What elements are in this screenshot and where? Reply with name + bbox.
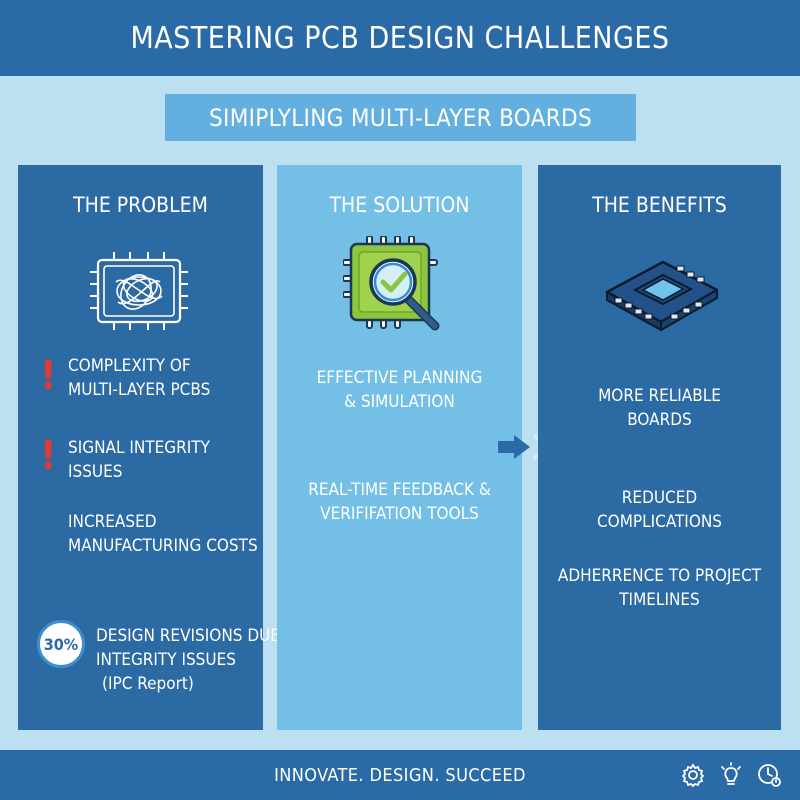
clock-icon: [756, 762, 782, 792]
footer-bar: INNOVATE. DESIGN. SUCCEED: [0, 750, 800, 800]
stat-source: (IPC Report): [102, 674, 194, 694]
gear-icon: [680, 762, 706, 792]
problem-item-costs: INCREASED MANUFACTURING COSTS: [68, 512, 258, 556]
exclamation-icon: !: [40, 433, 57, 479]
benefits-title: THE BENEFITS: [592, 193, 727, 217]
benefit-item-timelines: ADHERRENCE TO PROJECT TIMELINES: [557, 566, 762, 610]
footer-tagline: INNOVATE. DESIGN. SUCCEED: [274, 764, 526, 786]
benefit-item-reliable: MORE RELIABLE BOARDS: [598, 386, 721, 430]
benefits-panel: THE BENEFITS: [538, 165, 781, 730]
stat-badge: 30%: [37, 620, 85, 668]
subtitle-banner: SIMIPLYLING MULTI-LAYER BOARDS: [165, 94, 636, 141]
solution-item-planning: EFFECTIVE PLANNING & SIMULATION: [316, 368, 483, 412]
stat-value: 30%: [43, 634, 79, 654]
solution-title: THE SOLUTION: [329, 193, 470, 217]
chip-magnifier-check-icon: [342, 235, 453, 340]
problem-item-complexity: COMPLEXITY OF MULTI-LAYER PCBS: [68, 356, 211, 400]
footer-icons: [680, 762, 782, 792]
circuit-board-icon: [601, 242, 721, 344]
problem-title: THE PROBLEM: [73, 193, 208, 217]
tangled-circuit-icon: [90, 252, 188, 334]
stat-description: DESIGN REVISIONS DUE INTEGRITY ISSUES (I…: [96, 626, 280, 694]
benefit-item-reduced: REDUCED COMPLICATIONS: [596, 488, 723, 532]
lightbulb-icon: [718, 762, 744, 792]
exclamation-icon: !: [40, 353, 57, 399]
problem-item-signal-integrity: SIGNAL INTEGRITY ISSUES: [68, 438, 210, 482]
subtitle-text: SIMIPLYLING MULTI-LAYER BOARDS: [209, 103, 592, 132]
page-title: MASTERING PCB DESIGN CHALLENGES: [130, 20, 670, 56]
solution-item-feedback: REAL-TIME FEEDBACK & VERIFIFATION TOOLS: [308, 480, 491, 524]
header-banner: MASTERING PCB DESIGN CHALLENGES: [0, 0, 800, 76]
